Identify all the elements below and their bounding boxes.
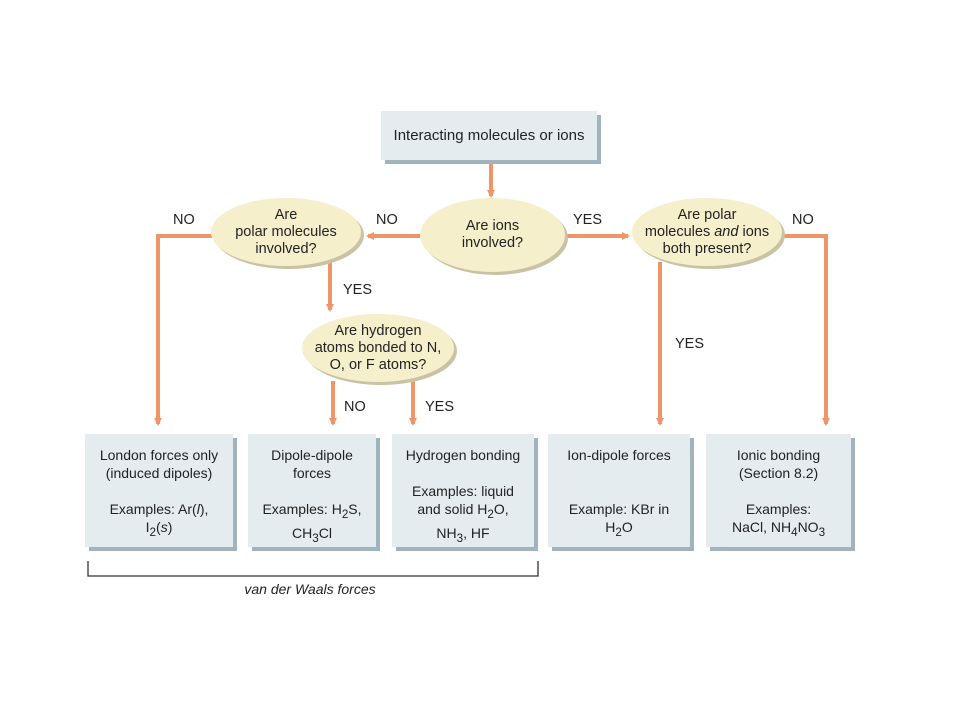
label-polar-ions-yes: YES: [675, 336, 705, 352]
london-i-sub: 2: [149, 525, 157, 539]
london-ar-state: l: [196, 501, 200, 517]
outcome-ionic-title2: (Section 8.2): [738, 465, 819, 481]
outcome-ionic-formulas: NaCl, NH4NO3: [706, 518, 851, 542]
decision-ions: Are ions involved?: [420, 198, 565, 272]
london-ar-close: ),: [199, 501, 209, 517]
outcome-london-iodine: I2(s): [85, 518, 233, 542]
dipole-h2s-sub: 2: [341, 507, 349, 521]
decision-polar-ions-line3: both present?: [662, 240, 752, 257]
decision-hydrogen-line3: O, or F atoms?: [329, 356, 427, 373]
ionic-nh4-sub: 4: [791, 525, 798, 539]
dipole-ch3cl-sub: 3: [312, 531, 319, 545]
decision-ions-line2: involved?: [461, 235, 524, 251]
decision-polar-line2: polar molecules: [235, 223, 337, 240]
outcome-iondipole-h2o: H2O: [548, 518, 690, 542]
london-i-open: (: [156, 519, 161, 535]
ionic-no3-sub: 3: [818, 525, 826, 539]
outcome-hbond-line3: NH3, HF: [392, 524, 534, 548]
decision-polar-line3: involved?: [255, 240, 317, 257]
dipole-ex-prefix: Examples: H: [262, 501, 342, 517]
hbond-l3-a: NH: [436, 524, 457, 541]
label-ions-no: NO: [376, 212, 398, 228]
label-polar-no: NO: [173, 212, 195, 228]
decision-polar-ions-and: and: [714, 223, 739, 240]
outcome-ionic-title1: Ionic bonding: [736, 447, 821, 463]
dipole-ch3cl-a: CH: [292, 524, 313, 541]
hbond-l2-b: O,: [493, 501, 509, 517]
decision-polar-ions-line2: molecules and ions: [645, 224, 769, 241]
decision-polar-ions: Are polar molecules and ions both presen…: [632, 198, 782, 266]
decision-hydrogen: Are hydrogen atoms bonded to N, O, or F …: [302, 314, 454, 382]
decision-polar-line1: Are: [274, 206, 298, 223]
iondipole-h2o-a: H: [605, 519, 616, 535]
outcome-london: London forces only (induced dipoles) Exa…: [85, 434, 233, 547]
arrow-polar-ions-no: [780, 234, 830, 426]
dipole-h2s-rest: S,: [348, 501, 362, 517]
decision-polar-ions-line1: Are polar: [677, 206, 737, 223]
start-box: Interacting molecules or ions: [381, 111, 597, 160]
london-i-close: ): [167, 519, 173, 535]
outcome-iondipole-example: Example: KBr in: [568, 501, 670, 517]
outcome-london-examples: Examples: Ar(l),: [85, 500, 233, 518]
decision-hydrogen-line2: atoms bonded to N,: [314, 339, 442, 356]
hbond-l2-a: and solid H: [417, 501, 488, 517]
outcome-hbond-line2: and solid H2O,: [392, 500, 534, 524]
hbond-l3-b: , HF: [463, 524, 490, 541]
outcome-hbond-examples: Examples: liquid: [412, 483, 514, 499]
label-hydrogen-yes: YES: [425, 399, 455, 415]
outcome-ion-dipole: Ion-dipole forces Example: KBr in H2O: [548, 434, 690, 547]
london-i-state: s: [160, 519, 168, 535]
decision-polar: Are polar molecules involved?: [211, 198, 361, 266]
iondipole-h2o-b: O: [621, 519, 633, 535]
dipole-ch3cl-b: Cl: [318, 524, 332, 541]
label-ions-yes: YES: [573, 212, 603, 228]
arrow-polar-no: [154, 234, 212, 426]
hbond-l2-sub: 2: [487, 507, 494, 521]
label-polar-ions-no: NO: [792, 212, 814, 228]
ionic-nacl: NaCl, NH: [731, 519, 792, 535]
decision-ions-line1: Are ions: [465, 218, 520, 234]
outcome-dipole-examples: Examples: H2S,: [248, 500, 376, 524]
label-hydrogen-no: NO: [344, 399, 366, 415]
ionic-no: NO: [797, 519, 819, 535]
outcome-hydrogen-bonding: Hydrogen bonding Examples: liquid and so…: [392, 434, 534, 547]
decision-hydrogen-line1: Are hydrogen: [334, 322, 422, 339]
outcome-iondipole-title: Ion-dipole forces: [567, 447, 671, 463]
outcome-london-title2: (induced dipoles): [105, 465, 213, 481]
outcome-dipole-ch3cl: CH3Cl: [248, 524, 376, 548]
outcome-ionic: Ionic bonding (Section 8.2) Examples: Na…: [706, 434, 851, 547]
hbond-l3-sub: 3: [456, 531, 464, 545]
london-ex-prefix: Examples: Ar(: [109, 501, 197, 517]
decision-polar-ions-ions: ions: [742, 223, 770, 240]
decision-polar-ions-molecules: molecules: [644, 223, 711, 240]
van-der-waals-bracket: [87, 561, 539, 577]
outcome-london-title1: London forces only: [99, 447, 219, 463]
london-i: I: [145, 519, 150, 535]
outcome-dipole-title1: Dipole-dipole: [271, 447, 353, 463]
outcome-dipole: Dipole-dipole forces Examples: H2S, CH3C…: [248, 434, 376, 547]
start-box-label: Interacting molecules or ions: [393, 127, 585, 144]
iondipole-h2o-sub: 2: [615, 525, 622, 539]
label-polar-yes: YES: [343, 282, 373, 298]
outcome-hbond-title: Hydrogen bonding: [405, 447, 521, 463]
van-der-waals-label: van der Waals forces: [244, 581, 376, 597]
outcome-ionic-examples: Examples:: [745, 501, 812, 517]
outcome-dipole-title2: forces: [292, 465, 332, 481]
